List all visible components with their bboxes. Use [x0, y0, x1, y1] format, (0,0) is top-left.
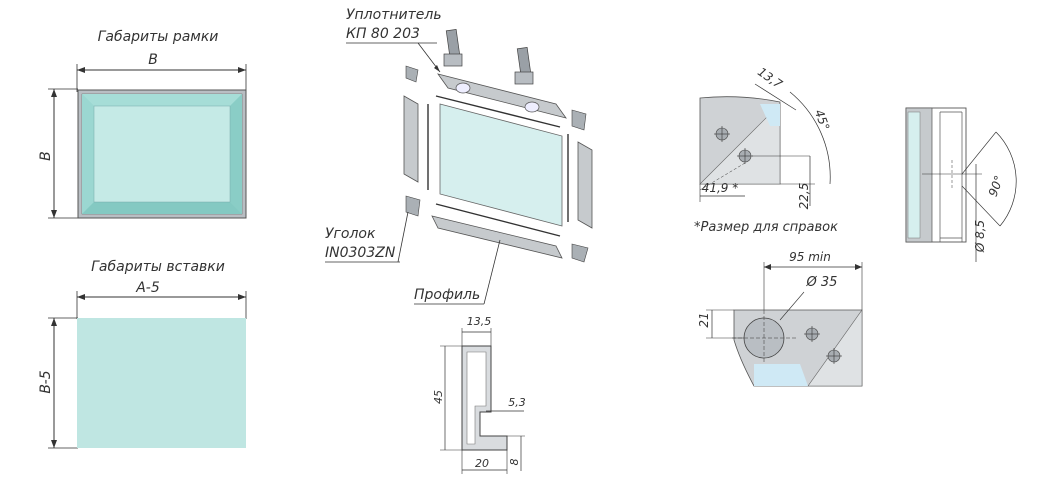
insert-width-label: A-5: [135, 280, 160, 296]
corner-piece: [405, 65, 419, 83]
insert-glass: [77, 318, 246, 448]
hinge-side-diameter: Ø 8,5: [973, 220, 987, 253]
screw-1: [714, 126, 730, 142]
corner-detail: 13,7 45° 41,9 * 22,5 *Размер для справок: [694, 65, 838, 235]
assembly-glass: [439, 103, 563, 227]
hinge-right: [514, 47, 534, 85]
hinge-min-distance: 95 min: [789, 250, 831, 264]
frame-width-label: B: [148, 52, 158, 68]
profile-lip: 5,3: [508, 396, 526, 409]
insert-title: Габариты вставки: [91, 259, 225, 275]
profile-label: Профиль: [414, 287, 480, 303]
hinge-side-angle: 90°: [986, 174, 1006, 199]
profile-height: 45: [432, 390, 445, 404]
exploded-assembly: Уплотнитель КП 80 203: [325, 7, 593, 305]
frame-glass: [93, 105, 231, 203]
frame-dimensions: Габариты рамки B B: [38, 29, 247, 219]
seal-label-line1: Уплотнитель: [346, 7, 442, 23]
corner-d2: 41,9 *: [702, 181, 739, 195]
corner-angle: 45°: [812, 108, 832, 133]
profile-foot: 8: [508, 459, 521, 466]
insert-dimensions: Габариты вставки A-5 B-5: [38, 259, 247, 449]
corner-label-line2: IN0303ZN: [325, 245, 396, 261]
profile-bottom-width: 20: [475, 457, 489, 470]
profile-bottom: [431, 215, 563, 259]
screw-2: [737, 148, 753, 164]
hinge-diameter: Ø 35: [806, 275, 838, 290]
reference-note: *Размер для справок: [694, 220, 838, 235]
profile-left: [403, 95, 419, 183]
hinge-hole-detail: 95 min Ø 35 21: [697, 250, 863, 387]
hinge-left: [443, 29, 463, 67]
frame-height-label: B: [38, 151, 54, 161]
profile-top-width: 13,5: [467, 315, 492, 328]
profile-section: 13,5 45 5,3 20 8: [432, 315, 526, 474]
corner-d1: 13,7: [755, 65, 785, 92]
insert-height-label: B-5: [38, 370, 54, 393]
corner-d3: 22,5: [797, 183, 811, 210]
hinge-side-detail: 90° Ø 8,5: [905, 107, 1017, 262]
hinge-screw-2: [826, 348, 842, 364]
corner-label-line1: Уголок: [325, 226, 376, 242]
hinge-offset: 21: [697, 312, 711, 327]
frame-title: Габариты рамки: [98, 29, 219, 45]
hinge-screw-1: [804, 326, 820, 342]
seal-label-line2: КП 80 203: [346, 26, 420, 42]
profile-right: [577, 141, 593, 229]
